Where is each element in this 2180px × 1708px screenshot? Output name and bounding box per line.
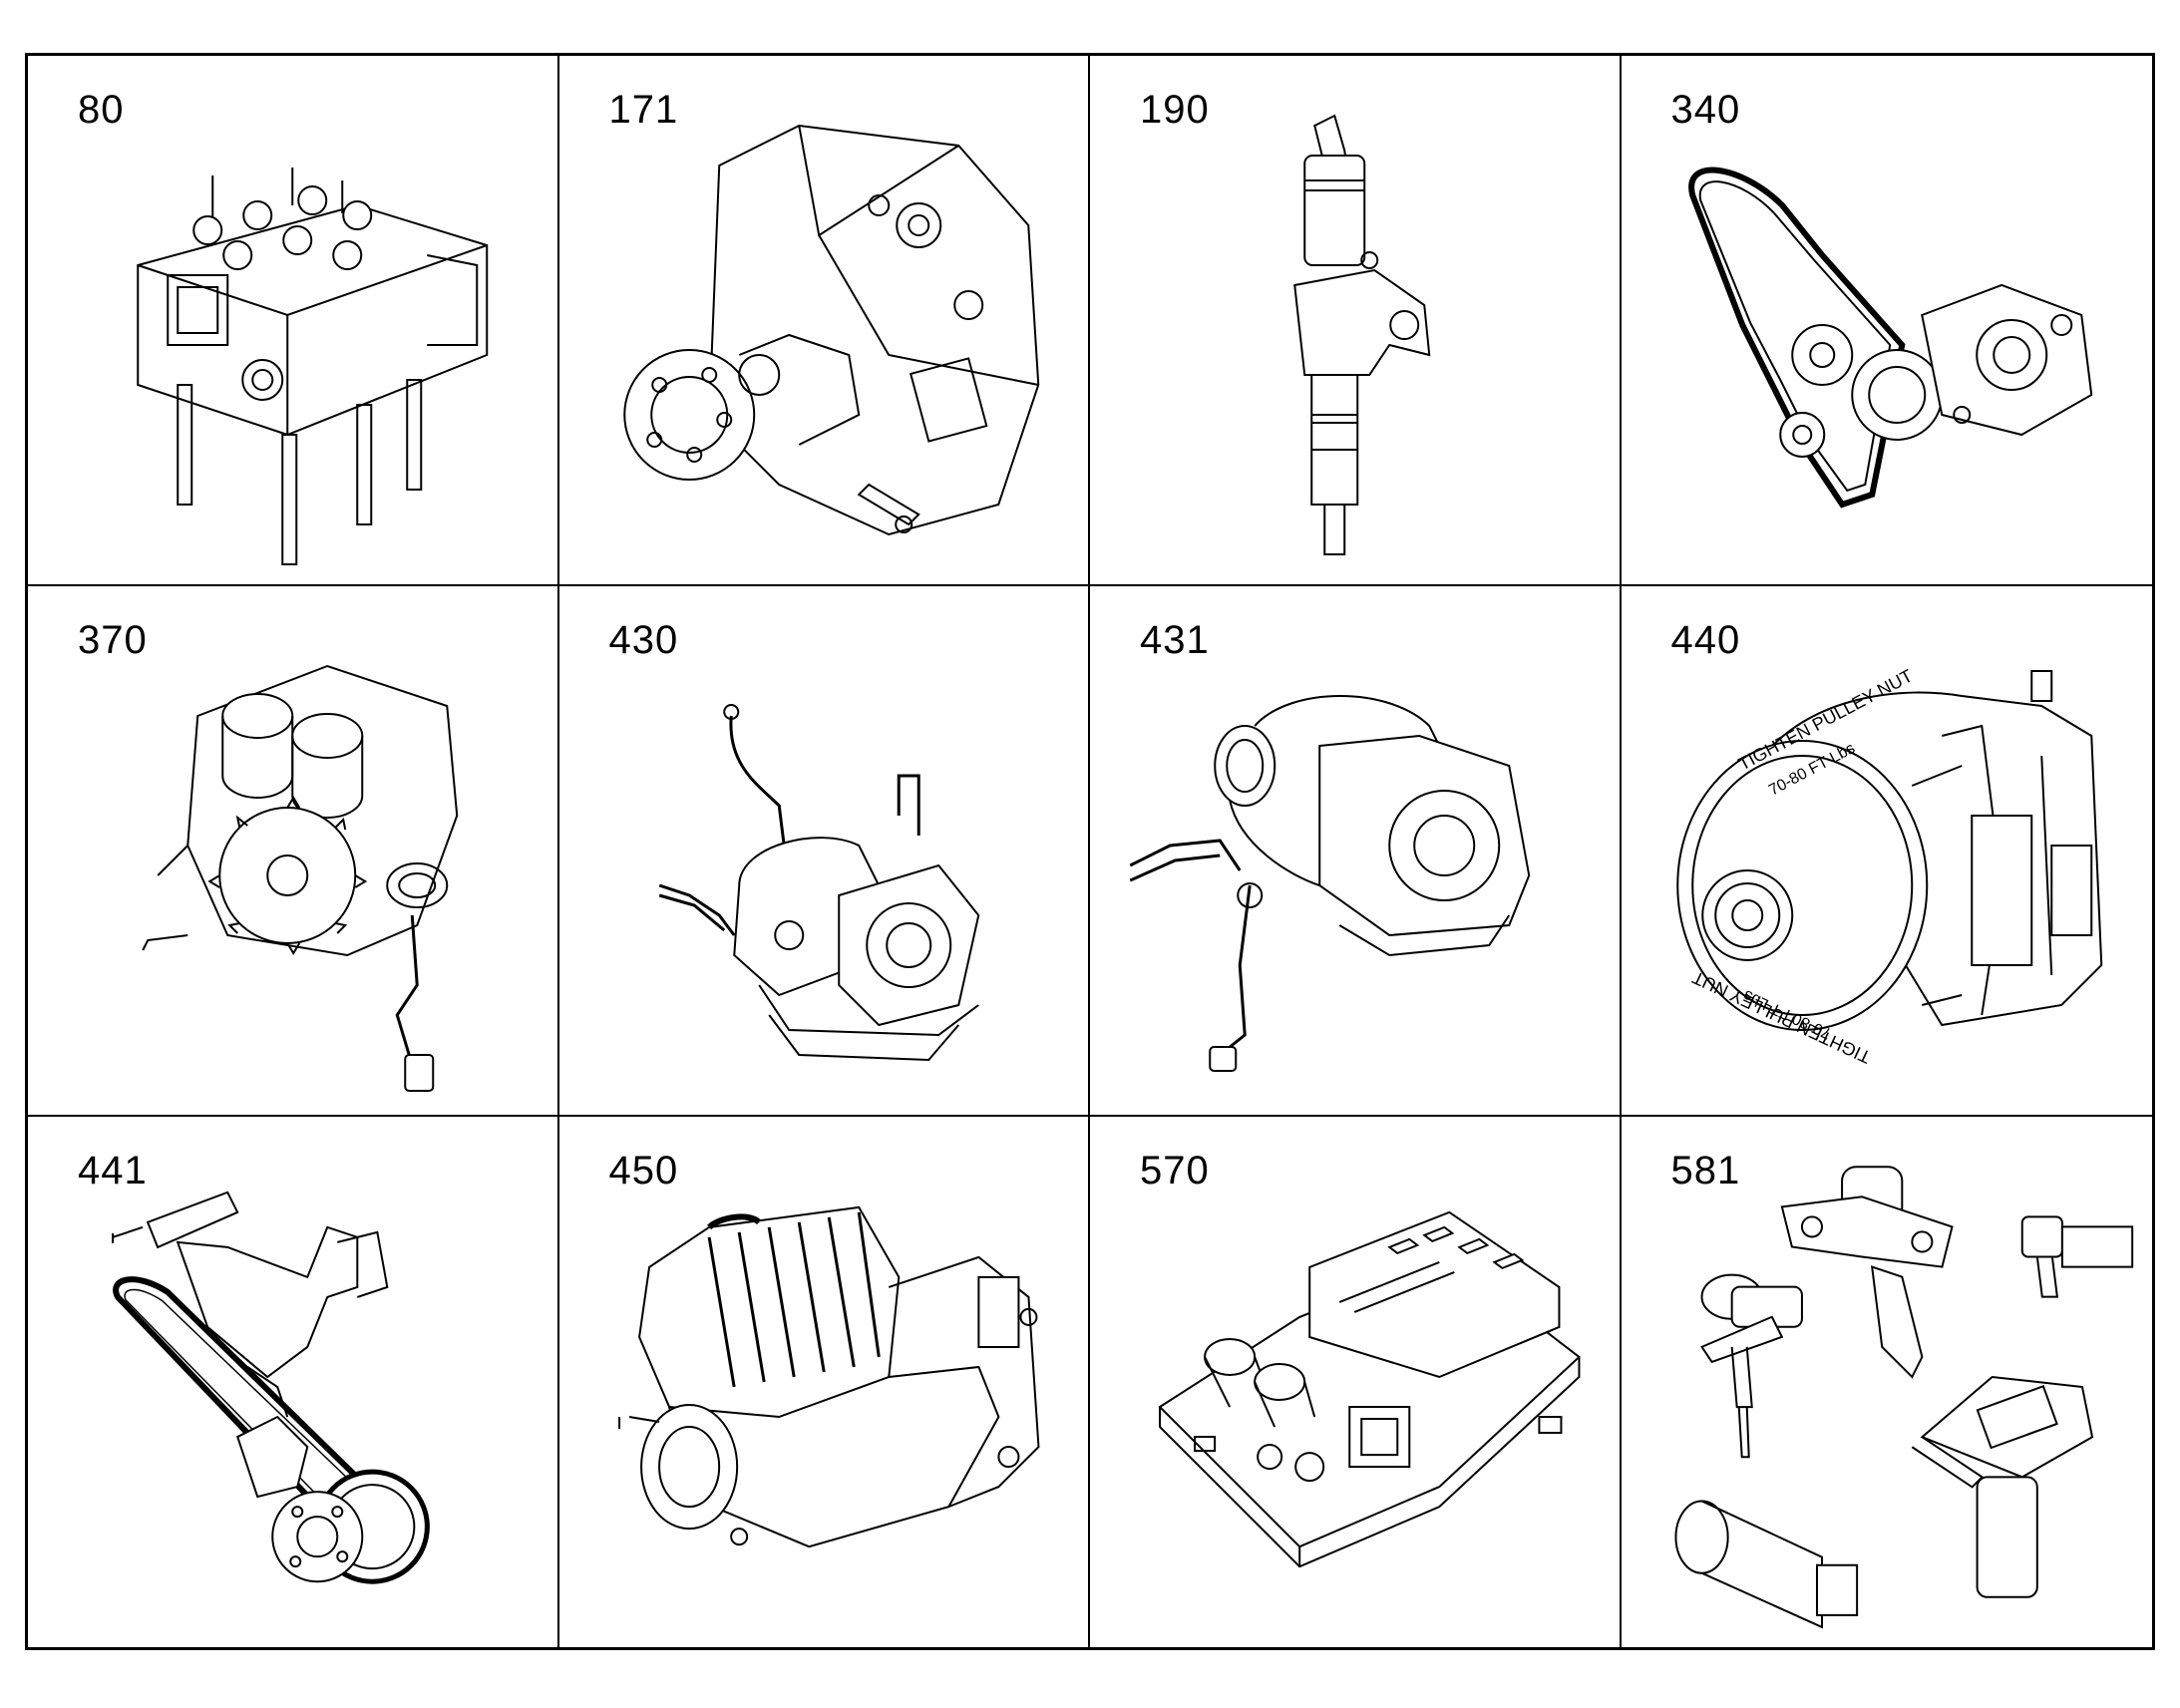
oil-pump-icon — [28, 586, 557, 1115]
pressure-sensor-icon — [1701, 1275, 1801, 1458]
part-cell-430[interactable]: 430 — [558, 586, 1090, 1117]
part-number: 171 — [608, 88, 679, 132]
part-number: 581 — [1670, 1149, 1741, 1193]
part-cell-80[interactable]: 80 — [28, 56, 559, 586]
part-number: 430 — [608, 618, 679, 662]
part-cell-171[interactable]: 171 — [558, 56, 1090, 586]
temperature-sensor-icon — [2021, 1216, 2131, 1296]
turbocharger-icon — [559, 586, 1089, 1115]
sensors-icon — [1622, 1117, 2153, 1647]
part-cell-581[interactable]: 581 — [1622, 1117, 2153, 1647]
cylinder-head-icon — [28, 56, 557, 584]
part-cell-431[interactable]: 431 — [1090, 586, 1622, 1117]
control-unit-icon — [1090, 1117, 1620, 1647]
part-cell-340[interactable]: 340 — [1621, 56, 2153, 586]
part-number: 340 — [1670, 88, 1741, 132]
part-number: 370 — [78, 618, 148, 662]
speed-sensor-icon — [1912, 1377, 2092, 1597]
part-number: 80 — [78, 88, 125, 132]
part-cell-570[interactable]: 570 — [1090, 1117, 1622, 1647]
part-cell-440[interactable]: 440 TIGHTEN PULLEY NUT 70-80 FT Lbs 70-8… — [1621, 586, 2153, 1117]
part-cell-441[interactable]: 441 — [28, 1117, 559, 1647]
part-number: 570 — [1140, 1149, 1210, 1193]
part-cell-190[interactable]: 190 — [1090, 56, 1622, 586]
part-number: 440 — [1670, 618, 1741, 662]
belt-drive-icon — [1622, 56, 2153, 584]
part-cell-370[interactable]: 370 — [28, 586, 559, 1117]
belt-tensioner-icon — [28, 1117, 557, 1647]
turbocharger-icon — [1090, 586, 1620, 1115]
high-pressure-pump-icon — [559, 56, 1089, 584]
part-number: 441 — [78, 1149, 148, 1193]
pressure-switch-icon — [1675, 1501, 1857, 1626]
parts-grid: 80 171 190 — [25, 53, 2155, 1650]
part-number: 450 — [608, 1149, 679, 1193]
part-cell-450[interactable]: 450 — [559, 1117, 1090, 1647]
cam-sensor-icon — [1781, 1167, 1952, 1377]
injector-icon — [1090, 56, 1620, 584]
starter-motor-icon — [559, 1117, 1089, 1647]
part-number: 190 — [1140, 88, 1210, 132]
alternator-icon: TIGHTEN PULLEY NUT 70-80 FT Lbs 70-80 FT… — [1622, 665, 2153, 1068]
part-number: 431 — [1140, 618, 1210, 662]
